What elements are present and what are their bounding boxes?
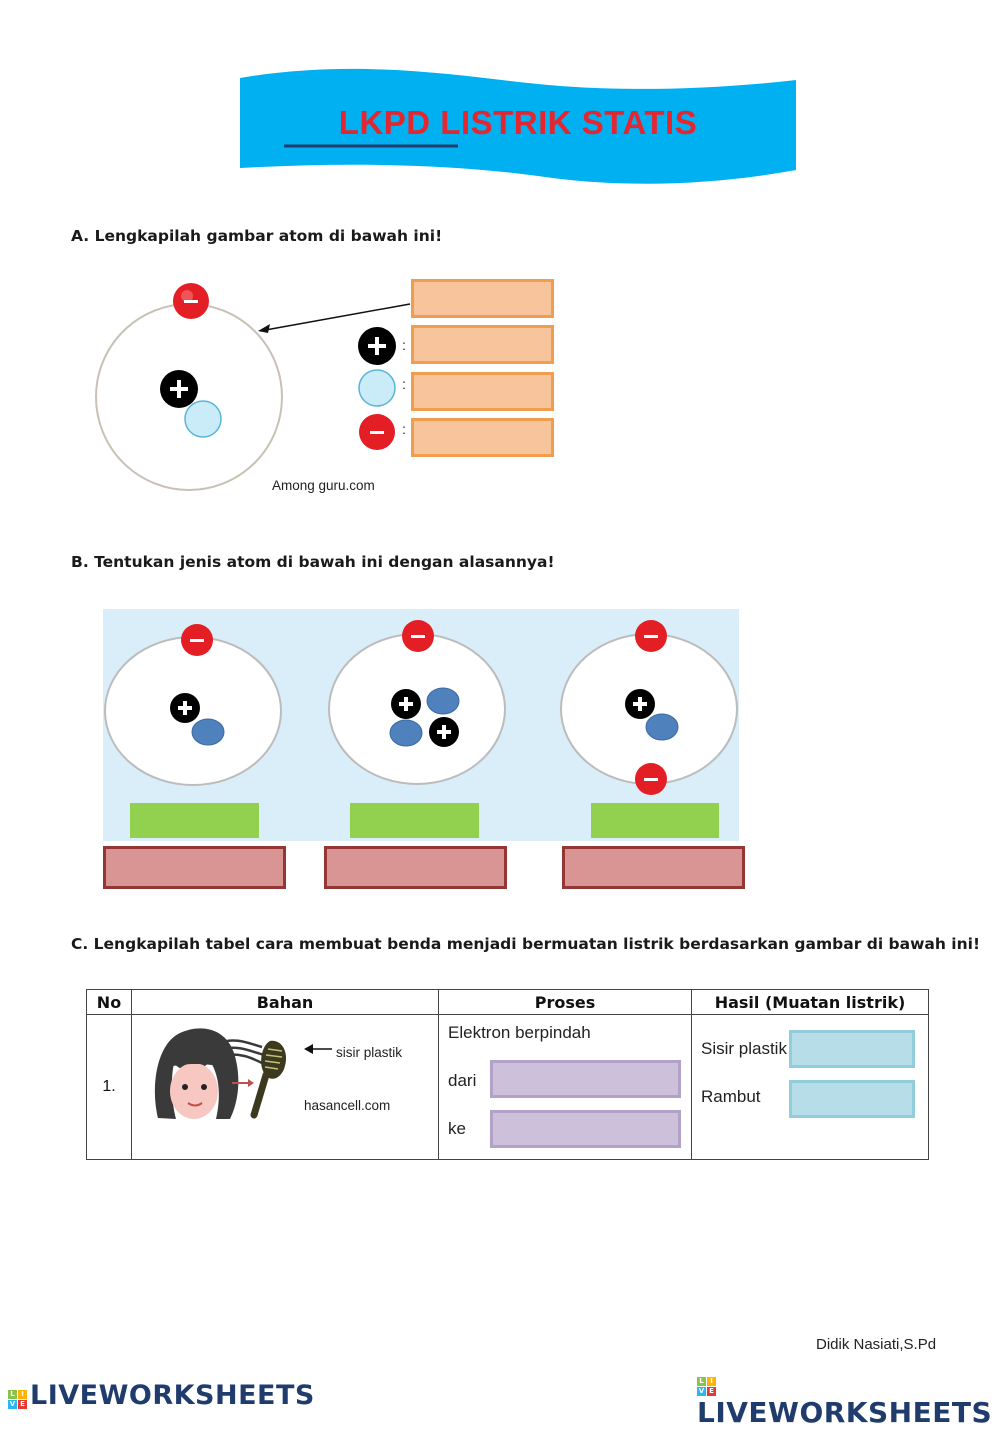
column-header-hasil: Hasil (Muatan listrik) bbox=[691, 989, 929, 1015]
footer-logo-left[interactable]: L I V E LIVEWORKSHEETS bbox=[8, 1380, 315, 1411]
atom-diagram-a bbox=[95, 283, 411, 491]
girl-combing-hair-image bbox=[154, 1028, 287, 1119]
pointer-arrow-icon bbox=[304, 1044, 332, 1054]
atom-1 bbox=[104, 624, 282, 786]
atom-3-reason-field[interactable] bbox=[562, 846, 745, 889]
proton-icon bbox=[625, 689, 655, 719]
answer-field-proton[interactable] bbox=[411, 325, 554, 364]
charging-table: No Bahan Proses Hasil (Muatan listrik) 1… bbox=[86, 989, 929, 1160]
section-a-letter: A. bbox=[71, 227, 90, 245]
proton-icon bbox=[170, 693, 200, 723]
answer-field-electron[interactable] bbox=[411, 418, 554, 457]
legend-colon: : bbox=[402, 337, 406, 353]
electron-from-field[interactable] bbox=[490, 1060, 681, 1098]
liveworksheets-logo-icon: L I V E bbox=[697, 1377, 716, 1396]
atom-3 bbox=[560, 620, 738, 795]
atom-1-reason-field[interactable] bbox=[103, 846, 286, 889]
face-icon bbox=[170, 1063, 218, 1119]
answer-field-neutron[interactable] bbox=[411, 372, 554, 411]
atoms-panel-svg bbox=[104, 620, 738, 795]
electron-icon bbox=[635, 763, 667, 795]
neutron-icon bbox=[389, 719, 423, 747]
atom-2-type-field[interactable] bbox=[350, 803, 479, 838]
column-header-bahan: Bahan bbox=[131, 989, 439, 1015]
column-header-proses: Proses bbox=[438, 989, 692, 1015]
result-hair-label: Rambut bbox=[701, 1087, 761, 1106]
section-b-text: Tentukan jenis atom di bawah ini dengan … bbox=[94, 553, 555, 571]
flying-hair-icon bbox=[219, 1039, 265, 1065]
electron-icon bbox=[359, 414, 395, 450]
comb-charge-field[interactable] bbox=[789, 1030, 915, 1068]
hair-charge-field[interactable] bbox=[789, 1080, 915, 1118]
proses-cell: Elektron berpindah dari ke bbox=[438, 1014, 692, 1160]
electron-icon bbox=[635, 620, 667, 652]
bahan-cell: sisir plastik hasancell.com bbox=[131, 1014, 439, 1160]
electron-icon bbox=[402, 620, 434, 652]
atom-2 bbox=[328, 620, 506, 785]
arrow-head bbox=[258, 324, 270, 333]
proton-icon bbox=[358, 327, 396, 365]
to-label: ke bbox=[448, 1119, 466, 1138]
section-b-heading: B. Tentukan jenis atom di bawah ini deng… bbox=[71, 553, 555, 571]
neutron-icon bbox=[358, 369, 396, 407]
neutron-icon bbox=[426, 687, 460, 715]
page-title: LKPD LISTRIK STATIS bbox=[338, 104, 698, 141]
section-a-text: Lengkapilah gambar atom di bawah ini! bbox=[94, 227, 443, 245]
neutron-icon bbox=[184, 400, 222, 438]
legend-icons bbox=[358, 327, 396, 450]
electron-to-field[interactable] bbox=[490, 1110, 681, 1148]
footer-brand-right: LIVEWORKSHEETS bbox=[697, 1396, 993, 1429]
from-label: dari bbox=[448, 1071, 477, 1090]
pointer-arrow bbox=[259, 303, 411, 332]
image-credit-c: hasancell.com bbox=[304, 1098, 391, 1113]
proton-icon bbox=[429, 717, 459, 747]
row-number: 1. bbox=[86, 1014, 132, 1160]
answer-field-orbit[interactable] bbox=[411, 279, 554, 318]
title-banner bbox=[240, 68, 796, 184]
comb-label: sisir plastik bbox=[336, 1045, 403, 1060]
proton-icon bbox=[391, 689, 421, 719]
section-c-text: Lengkapilah tabel cara membuat benda men… bbox=[93, 935, 981, 953]
section-b-letter: B. bbox=[71, 553, 89, 571]
hasil-cell: Sisir plastik Rambut bbox=[691, 1014, 929, 1160]
legend-colon: : bbox=[402, 421, 406, 437]
section-a-heading: A. Lengkapilah gambar atom di bawah ini! bbox=[71, 227, 442, 245]
section-c-letter: C. bbox=[71, 935, 89, 953]
atom-3-type-field[interactable] bbox=[591, 803, 719, 838]
legend-colon: : bbox=[402, 376, 406, 392]
image-credit-a: Among guru.com bbox=[272, 478, 375, 493]
electron-icon bbox=[173, 283, 209, 319]
electron-icon bbox=[181, 624, 213, 656]
hair-icon bbox=[154, 1028, 239, 1119]
footer-logo-right[interactable]: L I V E LIVEWORKSHEETS bbox=[697, 1376, 1000, 1429]
atom-2-reason-field[interactable] bbox=[324, 846, 507, 889]
process-title: Elektron berpindah bbox=[448, 1023, 591, 1042]
table-header-row: No Bahan Proses Hasil (Muatan listrik) bbox=[86, 989, 929, 1015]
footer-brand-left: LIVEWORKSHEETS bbox=[30, 1380, 315, 1411]
result-comb-label: Sisir plastik bbox=[701, 1039, 787, 1058]
author-name: Didik Nasiati,S.Pd bbox=[816, 1336, 937, 1353]
liveworksheets-logo-icon: L I V E bbox=[8, 1390, 27, 1409]
neutron-icon bbox=[645, 713, 679, 741]
atom-1-type-field[interactable] bbox=[130, 803, 259, 838]
column-header-no: No bbox=[86, 989, 132, 1015]
neutron-icon bbox=[191, 718, 225, 746]
table-row: 1. bbox=[86, 1014, 929, 1160]
section-c-heading: C. Lengkapilah tabel cara membuat benda … bbox=[71, 935, 980, 953]
proton-icon bbox=[160, 370, 198, 408]
